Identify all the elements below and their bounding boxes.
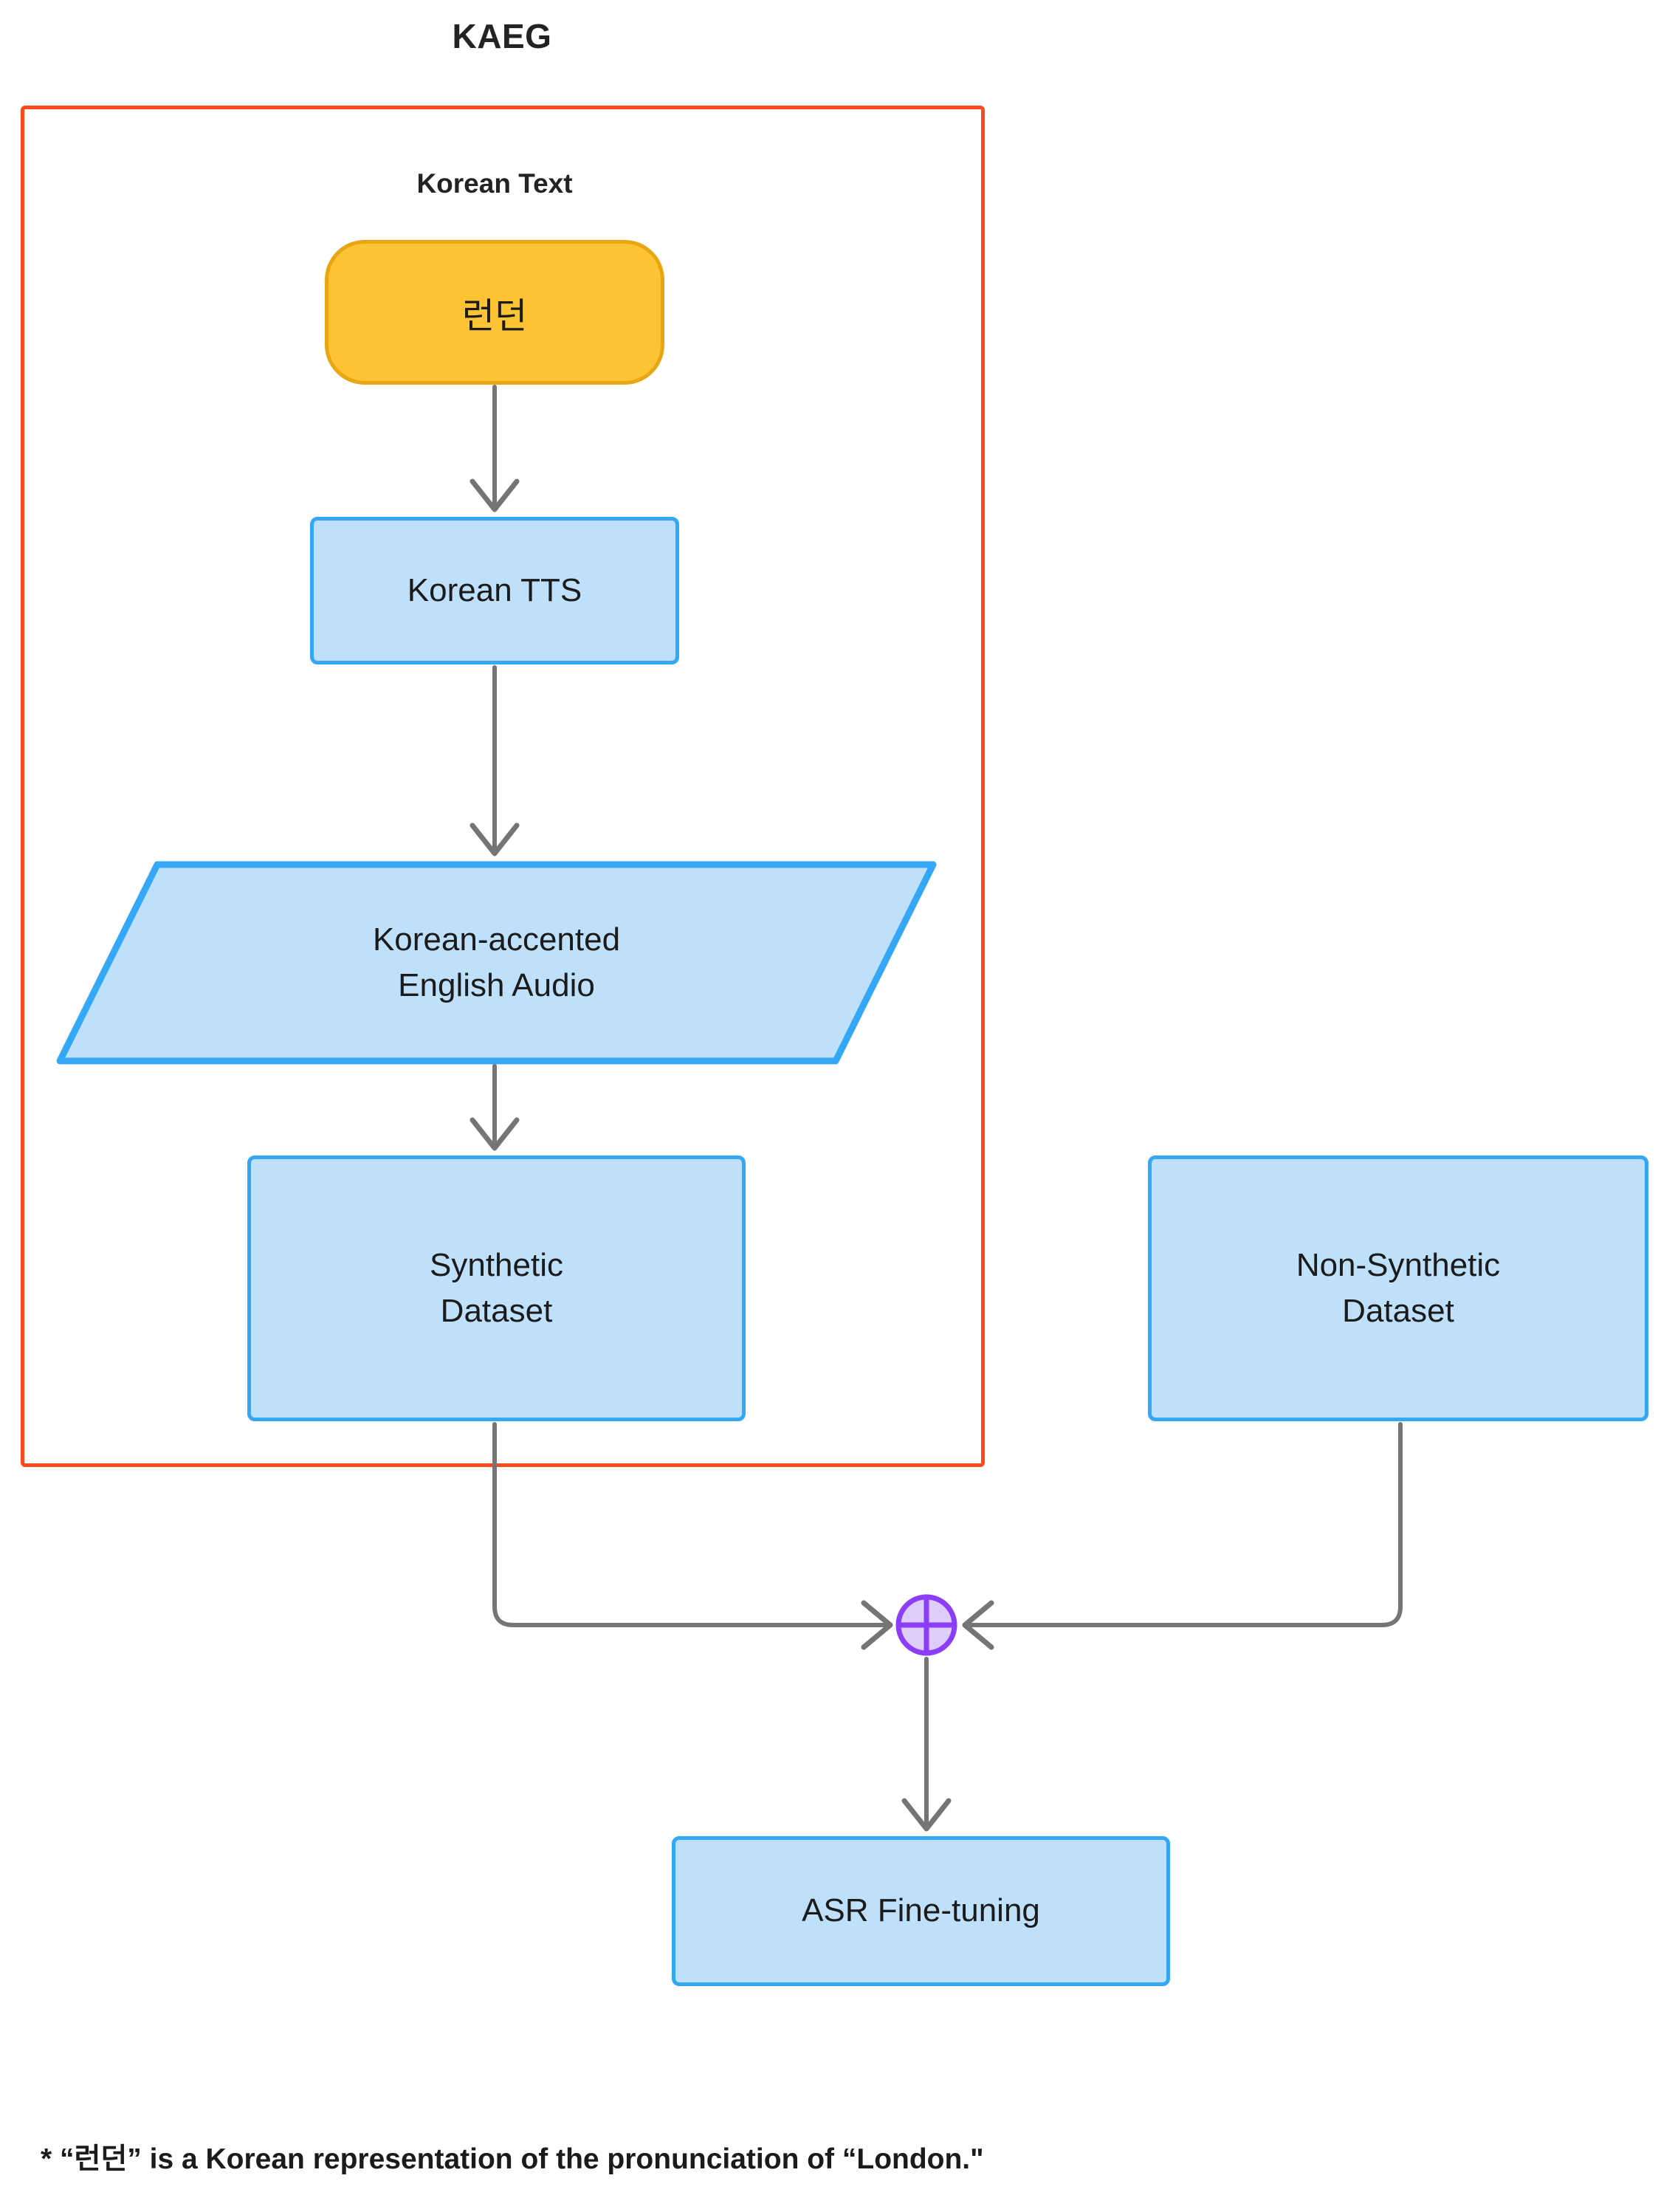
node-non-synthetic-dataset-line1: Non-Synthetic [1296,1246,1501,1283]
edge-non-synthetic-to-merge [962,1422,1403,1650]
node-korean-text-input-label: 런던 [461,297,528,336]
footnote-text: * “런던” is a Korean representation of the… [41,2143,984,2175]
node-synthetic-dataset-line1: Synthetic [430,1246,563,1283]
page-title: KAEG [452,17,552,55]
node-korean-tts-label: Korean TTS [407,571,582,608]
edge-merge-to-asr [901,1657,952,1832]
merge-junction-icon[interactable] [895,1594,957,1656]
node-korean-accented-audio[interactable] [55,860,938,1065]
node-synthetic-dataset[interactable]: Synthetic Dataset [247,1155,746,1421]
node-asr-finetuning-label: ASR Fine-tuning [802,1892,1040,1929]
node-korean-text-input[interactable]: 런던 [325,240,664,385]
node-korean-tts[interactable]: Korean TTS [310,517,679,664]
node-non-synthetic-dataset[interactable]: Non-Synthetic Dataset [1148,1155,1648,1421]
node-non-synthetic-dataset-line2: Dataset [1342,1293,1454,1329]
node-asr-finetuning[interactable]: ASR Fine-tuning [672,1836,1170,1986]
node-synthetic-dataset-line2: Dataset [440,1293,553,1329]
korean-text-label: Korean Text [416,168,573,199]
